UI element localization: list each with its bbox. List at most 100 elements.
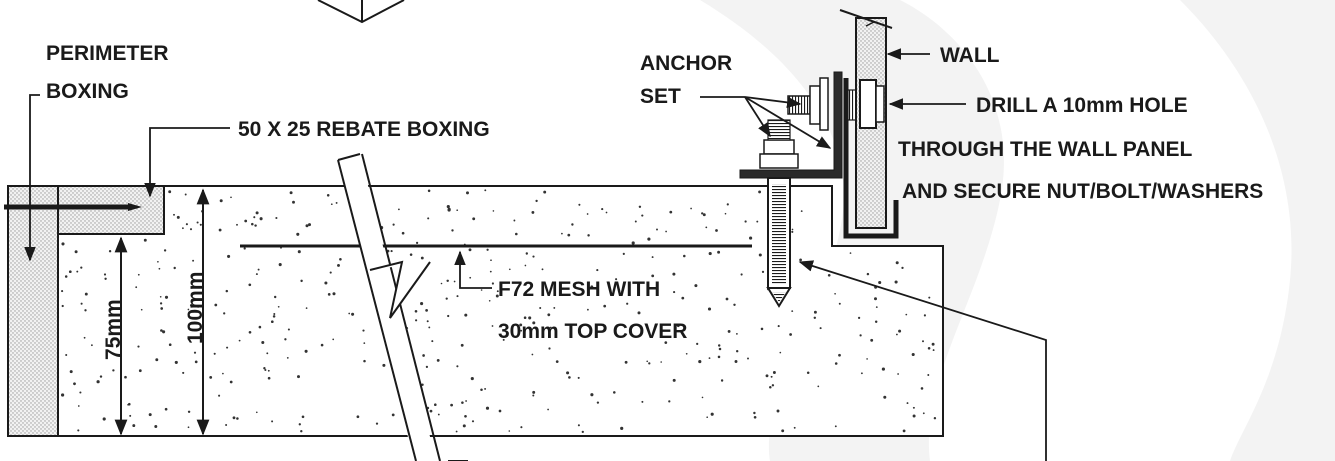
- speckle: [906, 402, 909, 405]
- speckle: [895, 261, 899, 265]
- speckle: [69, 370, 73, 374]
- speckle: [431, 340, 434, 343]
- speckle: [255, 211, 259, 215]
- speckle: [596, 401, 600, 404]
- speckle: [154, 425, 158, 428]
- speckle: [520, 329, 523, 332]
- speckle: [484, 387, 487, 390]
- speckle: [80, 266, 83, 269]
- speckle: [744, 220, 747, 223]
- speckle: [305, 307, 308, 309]
- speckle: [287, 328, 290, 331]
- speckle: [681, 296, 685, 300]
- speckle: [860, 372, 863, 375]
- speckle: [464, 313, 468, 317]
- speckle: [230, 196, 232, 199]
- speckle: [425, 309, 428, 312]
- speckle: [184, 193, 187, 196]
- speckle: [226, 346, 229, 349]
- speckle: [740, 273, 743, 276]
- speckle: [284, 338, 287, 341]
- speckle: [401, 231, 405, 235]
- speckle: [164, 295, 169, 299]
- speckle: [637, 311, 641, 315]
- speckle: [508, 430, 511, 432]
- speckle: [96, 380, 100, 384]
- speckle: [727, 329, 731, 333]
- speckle: [251, 222, 254, 226]
- speckle: [79, 391, 82, 394]
- speckle: [761, 270, 765, 274]
- speckle: [244, 219, 248, 223]
- speckle: [264, 368, 267, 372]
- speckle: [434, 403, 437, 406]
- speckle: [248, 283, 252, 287]
- speckle: [84, 309, 87, 312]
- perimeter-boxing-board: [7, 185, 59, 437]
- speckle: [450, 403, 453, 407]
- speckle: [275, 216, 278, 220]
- label-drill-line-1: DRILL A 10mm HOLE: [976, 94, 1188, 117]
- label-drill-line-2: THROUGH THE WALL PANEL: [898, 138, 1193, 161]
- speckle: [715, 229, 718, 232]
- speckle: [776, 409, 780, 413]
- speckle: [813, 316, 817, 320]
- speckle: [495, 294, 499, 298]
- speckle: [834, 292, 836, 295]
- speckle: [470, 377, 474, 381]
- speckle: [447, 207, 451, 211]
- speckle: [305, 224, 309, 228]
- speckle: [895, 333, 898, 336]
- speckle: [409, 253, 413, 256]
- speckle: [760, 327, 764, 331]
- speckle: [464, 414, 467, 418]
- speckle: [468, 248, 472, 252]
- speckle: [140, 308, 143, 311]
- speckle: [520, 426, 523, 429]
- speckle: [694, 284, 698, 288]
- speckle: [174, 360, 178, 364]
- speckle: [263, 367, 266, 370]
- speckle: [734, 360, 738, 363]
- speckle: [236, 417, 239, 420]
- speckle: [187, 308, 190, 311]
- speckle: [532, 394, 535, 397]
- speckle: [496, 290, 499, 293]
- speckle: [462, 424, 466, 428]
- speckle: [859, 334, 862, 337]
- speckle: [535, 199, 538, 203]
- speckle: [420, 256, 424, 260]
- speckle: [577, 376, 580, 379]
- speckle: [76, 270, 79, 273]
- speckle: [223, 312, 226, 315]
- speckle: [104, 277, 107, 280]
- speckle: [182, 227, 184, 230]
- speckle: [758, 190, 762, 194]
- speckle: [717, 355, 721, 359]
- speckle: [724, 212, 727, 215]
- speckle: [209, 376, 213, 379]
- label-dim-75mm: 75mm: [102, 299, 125, 360]
- speckle: [229, 380, 233, 384]
- speckle: [143, 238, 147, 242]
- speckle: [613, 391, 616, 394]
- speckle: [641, 214, 644, 217]
- speckle: [296, 232, 300, 236]
- speckle: [781, 429, 785, 433]
- speckle: [465, 400, 467, 402]
- speckle: [912, 414, 916, 418]
- speckle: [676, 324, 680, 328]
- speckle: [99, 375, 103, 378]
- speckle: [922, 340, 924, 343]
- speckle: [673, 291, 676, 294]
- speckle: [148, 413, 152, 417]
- speckle: [683, 254, 686, 258]
- label-perimeter: PERIMETER: [46, 42, 169, 65]
- speckle: [348, 312, 351, 315]
- label-boxing: BOXING: [46, 80, 129, 103]
- speckle: [254, 224, 257, 227]
- speckle: [103, 273, 107, 276]
- speckle: [278, 263, 282, 267]
- speckle: [920, 387, 924, 390]
- speckle: [718, 347, 722, 351]
